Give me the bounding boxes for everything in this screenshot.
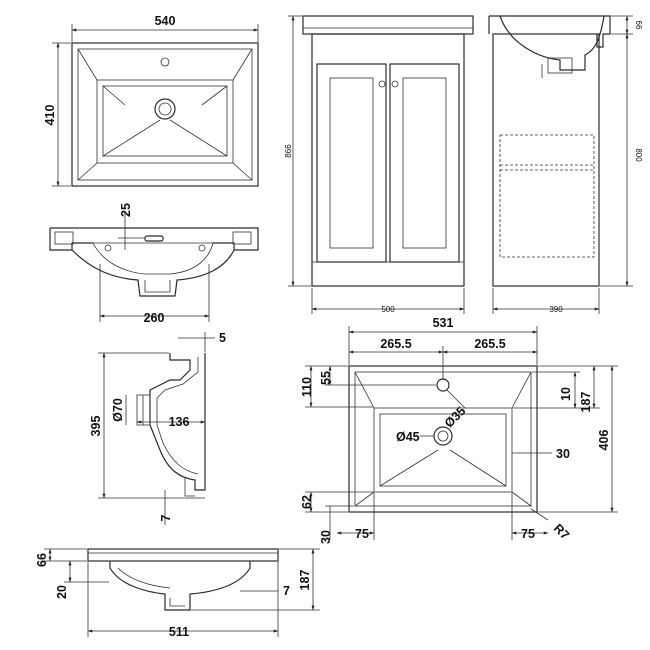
dim-o70: Ø70 xyxy=(111,398,125,422)
elevation-right-dimensions: 187 7 xyxy=(191,548,320,611)
dim-406: 406 xyxy=(597,430,611,451)
section-height-dimension: 395 xyxy=(89,352,205,499)
dim-75-left: 75 xyxy=(355,527,369,541)
side-top-dimension: 66 xyxy=(611,15,643,35)
dim-66-elev: 66 xyxy=(35,553,49,567)
dim-390: 390 xyxy=(549,305,563,314)
dim-110: 110 xyxy=(300,377,314,397)
dim-531: 531 xyxy=(433,316,454,330)
plan-callouts: Ø35 Ø45 30 R7 xyxy=(396,389,572,542)
elevation-width-dimension: 511 xyxy=(87,562,279,639)
dim-800: 800 xyxy=(634,148,643,162)
dim-30-right: 30 xyxy=(556,447,570,461)
dim-66-side: 66 xyxy=(634,21,643,30)
dim-7: 7 xyxy=(159,514,173,521)
plan-bottom-dimensions: 75 75 xyxy=(336,493,549,541)
top-view-width-dimension: 540 xyxy=(71,14,259,42)
dim-o45: Ø45 xyxy=(396,430,420,444)
dim-25: 25 xyxy=(119,203,133,217)
dim-7-elev: 7 xyxy=(283,584,290,598)
basin-top-view xyxy=(71,42,259,187)
section-bottom-dimension: 7 xyxy=(159,490,173,525)
section-top-dimension: 5 xyxy=(178,331,226,352)
dim-62: 62 xyxy=(300,495,314,509)
dim-511: 511 xyxy=(169,625,189,639)
basin-front-elevation xyxy=(87,548,279,611)
side-height-dimension: 800 xyxy=(600,33,643,287)
dim-r7: R7 xyxy=(551,521,572,542)
dim-187-plan: 187 xyxy=(579,392,593,413)
dim-55: 55 xyxy=(319,371,333,385)
elevation-left-dimensions: 66 20 xyxy=(35,548,109,599)
dim-5: 5 xyxy=(219,331,226,345)
plan-left-dimensions: 110 55 62 30 xyxy=(300,365,436,544)
dim-540: 540 xyxy=(155,14,176,28)
dim-136: 136 xyxy=(169,415,190,429)
dim-500: 500 xyxy=(381,305,395,314)
cabinet-width-dimension: 500 xyxy=(311,288,465,314)
dim-866: 866 xyxy=(284,144,293,158)
plan-width-dimension: 531 265.5 265.5 xyxy=(348,316,538,380)
basin-front-view xyxy=(49,227,259,297)
section-waste-dimension: Ø70 xyxy=(111,395,127,425)
cabinet-height-dimension: 866 xyxy=(284,15,311,287)
dim-20: 20 xyxy=(55,585,69,599)
basin-plan-view xyxy=(348,365,538,513)
section-depth-dimension: 136 xyxy=(136,415,206,429)
dim-410: 410 xyxy=(43,105,57,126)
dim-75-right: 75 xyxy=(521,527,535,541)
top-view-depth-dimension: 410 xyxy=(43,42,71,187)
cabinet-side-view xyxy=(488,15,611,287)
dim-265-right: 265.5 xyxy=(474,337,505,351)
dim-187-elev: 187 xyxy=(298,570,312,591)
cabinet-front-view xyxy=(302,15,474,287)
dim-260: 260 xyxy=(144,311,165,325)
basin-section-view xyxy=(136,353,206,497)
dim-30-left: 30 xyxy=(319,530,333,544)
dim-395: 395 xyxy=(89,416,103,437)
side-depth-dimension: 390 xyxy=(492,288,600,314)
plan-right-dimensions: 10 187 406 xyxy=(513,365,618,513)
dim-265-left: 265.5 xyxy=(380,337,411,351)
front-view-overflow-dimension: 25 xyxy=(118,203,145,250)
front-view-width-dimension: 260 xyxy=(99,264,210,325)
dim-10: 10 xyxy=(559,387,573,401)
